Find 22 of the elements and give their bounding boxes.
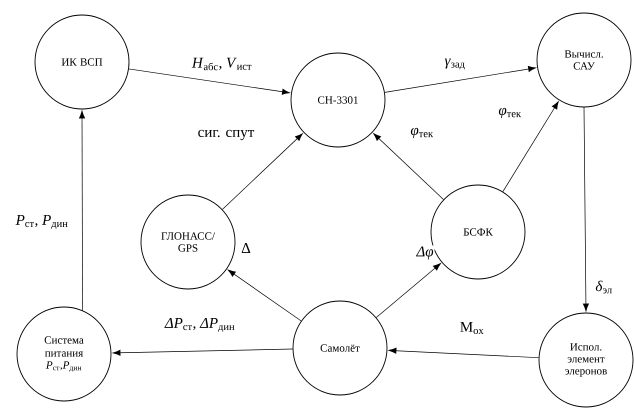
arrow <box>222 133 303 210</box>
arrow <box>376 263 441 318</box>
arrow <box>502 101 559 192</box>
arrow <box>228 270 302 322</box>
edge-label: Δφ <box>415 245 435 261</box>
edge-label: φ$_{тек}$ <box>497 106 523 120</box>
edge-label: Δ <box>240 242 252 254</box>
arrow <box>79 110 86 311</box>
arrow <box>112 348 293 356</box>
edge-label: M$_{ox}$ <box>458 320 486 336</box>
edge-label: сиг. спут <box>196 128 256 142</box>
arrow <box>388 348 539 358</box>
edge-label: δ$_{эл}$ <box>594 280 614 294</box>
arrow <box>582 107 589 312</box>
arrow <box>128 68 290 95</box>
arrow <box>373 133 444 200</box>
edge-label: ΔP$_{ст}$, ΔP$_{дин}$ <box>164 316 236 334</box>
edge-label: φ$_{тек}$ <box>409 126 435 140</box>
edge-label: P$_{ст}$, P$_{дин}$ <box>14 214 70 230</box>
edge-label: H$_{абс}$, V$_{ист}$ <box>190 56 254 72</box>
edge-label: γ$_{зад}$ <box>444 57 466 71</box>
arrow <box>384 66 536 93</box>
